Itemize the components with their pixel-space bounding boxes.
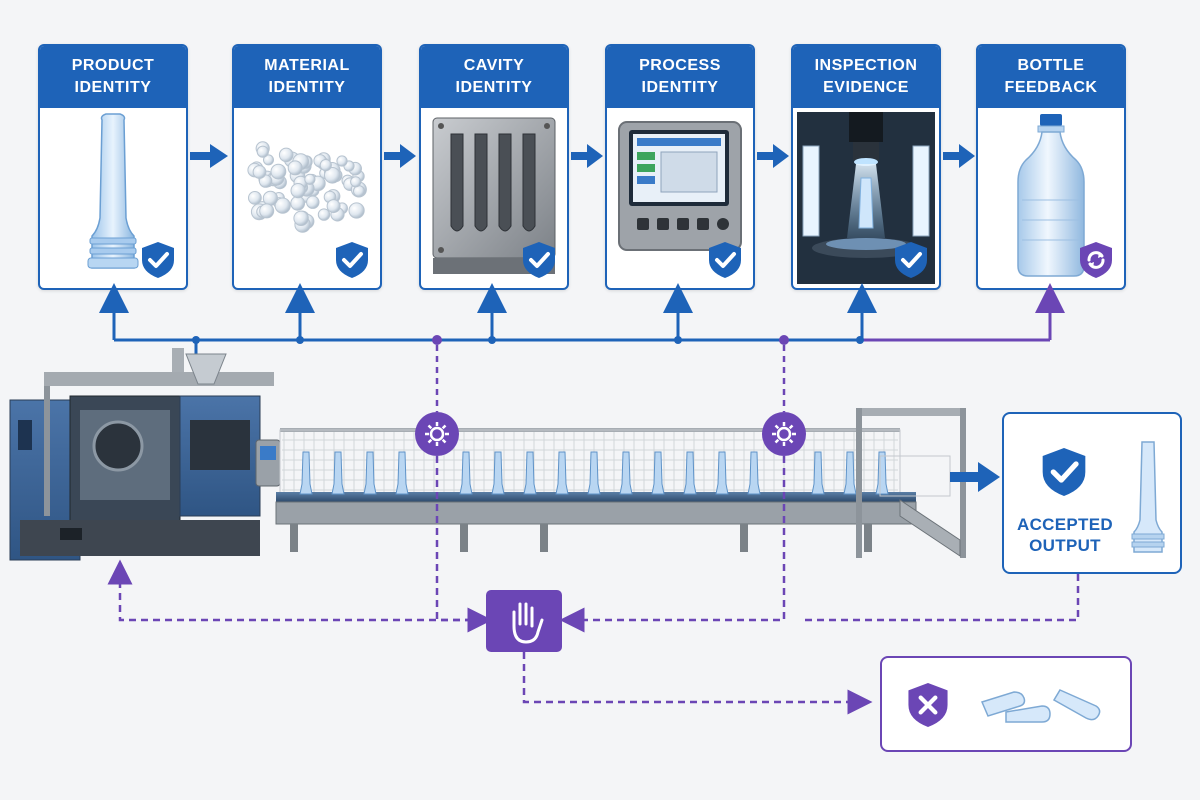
stage-title: CAVITY IDENTITY [421, 46, 567, 108]
conveyor-preform [459, 451, 473, 495]
conveyor-preform [747, 451, 761, 495]
shield-check-icon [142, 242, 174, 278]
vision-camera-image [797, 112, 935, 284]
shield-x-icon [908, 683, 948, 727]
reject-control-paths [107, 456, 1080, 715]
resin-pellet [252, 165, 267, 179]
rejected-preforms-image [980, 689, 1101, 723]
resin-pellet [304, 173, 316, 185]
conveyor-preform [651, 451, 665, 495]
resin-pellet [326, 199, 341, 214]
rejected-output-box [880, 656, 1132, 752]
resin-pellet [324, 167, 341, 184]
conveyor-preform [523, 451, 537, 495]
resin-pellet [263, 154, 274, 166]
accepted-flow-arrow [950, 462, 1000, 492]
conveyor [275, 428, 917, 552]
resin-pellet [274, 197, 291, 214]
preform-image [87, 113, 139, 269]
conveyor-preform [363, 451, 377, 495]
resin-pellet [306, 195, 320, 209]
accepted-output-label: ACCEPTED OUTPUT [1017, 515, 1113, 555]
resin-pellets-image [247, 141, 367, 233]
stage-card-material-identity: MATERIAL IDENTITY [232, 44, 382, 290]
accepted-output-box: ACCEPTED OUTPUT [1002, 412, 1182, 574]
resin-pellet [287, 160, 303, 176]
stage-card-cavity-identity: CAVITY IDENTITY [419, 44, 569, 290]
resin-pellet [290, 183, 306, 199]
stage-title: MATERIAL IDENTITY [234, 46, 380, 108]
resin-pellet [248, 191, 262, 205]
stage-title: PRODUCT IDENTITY [40, 46, 186, 108]
shield-check-icon [336, 242, 368, 278]
gear-icon [425, 422, 449, 446]
stage-title: PROCESS IDENTITY [607, 46, 753, 108]
shield-check-icon [709, 242, 741, 278]
shield-check-icon [895, 242, 927, 278]
conveyor-preform [811, 451, 825, 495]
gear-node-left [415, 345, 459, 456]
gear-icon [772, 422, 796, 446]
resin-pellet [259, 203, 275, 219]
conveyor-preform [683, 451, 697, 495]
resin-pellet [336, 155, 348, 167]
stage-card-process-identity: PROCESS IDENTITY [605, 44, 755, 290]
resin-pellet [270, 163, 287, 180]
stage-card-bottle-feedback: BOTTLE FEEDBACK [976, 44, 1126, 290]
conveyor-preform [331, 451, 345, 495]
conveyor-preform [491, 451, 505, 495]
stage-flow-arrows [190, 144, 975, 168]
shield-refresh-icon [1080, 242, 1112, 278]
conveyor-preform [875, 451, 889, 495]
hmi-panel-image [618, 121, 742, 251]
resin-pellet [348, 202, 365, 219]
bottle-image [1017, 114, 1085, 277]
stage-title: BOTTLE FEEDBACK [978, 46, 1124, 108]
resin-pellet [278, 147, 294, 163]
shield-check-icon [1042, 448, 1086, 496]
conveyor-preform [715, 451, 729, 495]
mold-cavities-image [432, 117, 556, 274]
resin-pellet [293, 210, 309, 227]
hand-stop-node [486, 590, 562, 652]
conveyor-preform [395, 451, 409, 495]
conveyor-preform [555, 451, 569, 495]
resin-pellet [350, 176, 362, 188]
resin-pellet [256, 145, 269, 158]
shield-check-icon [523, 242, 555, 278]
conveyor-preform [587, 451, 601, 495]
resin-pellet [319, 159, 332, 172]
conveyor-preform [299, 451, 313, 495]
identity-bus [99, 283, 1065, 360]
stage-card-product-identity: PRODUCT IDENTITY [38, 44, 188, 290]
conveyor-preform [619, 451, 633, 495]
preform-image [1131, 441, 1165, 553]
injection-molding-machine [9, 348, 281, 561]
hand-stop-icon [512, 602, 544, 644]
stage-card-inspection-evidence: INSPECTION EVIDENCE [791, 44, 941, 290]
gear-node-right [762, 345, 806, 456]
resin-pellet [317, 208, 331, 221]
stage-title: INSPECTION EVIDENCE [793, 46, 939, 108]
